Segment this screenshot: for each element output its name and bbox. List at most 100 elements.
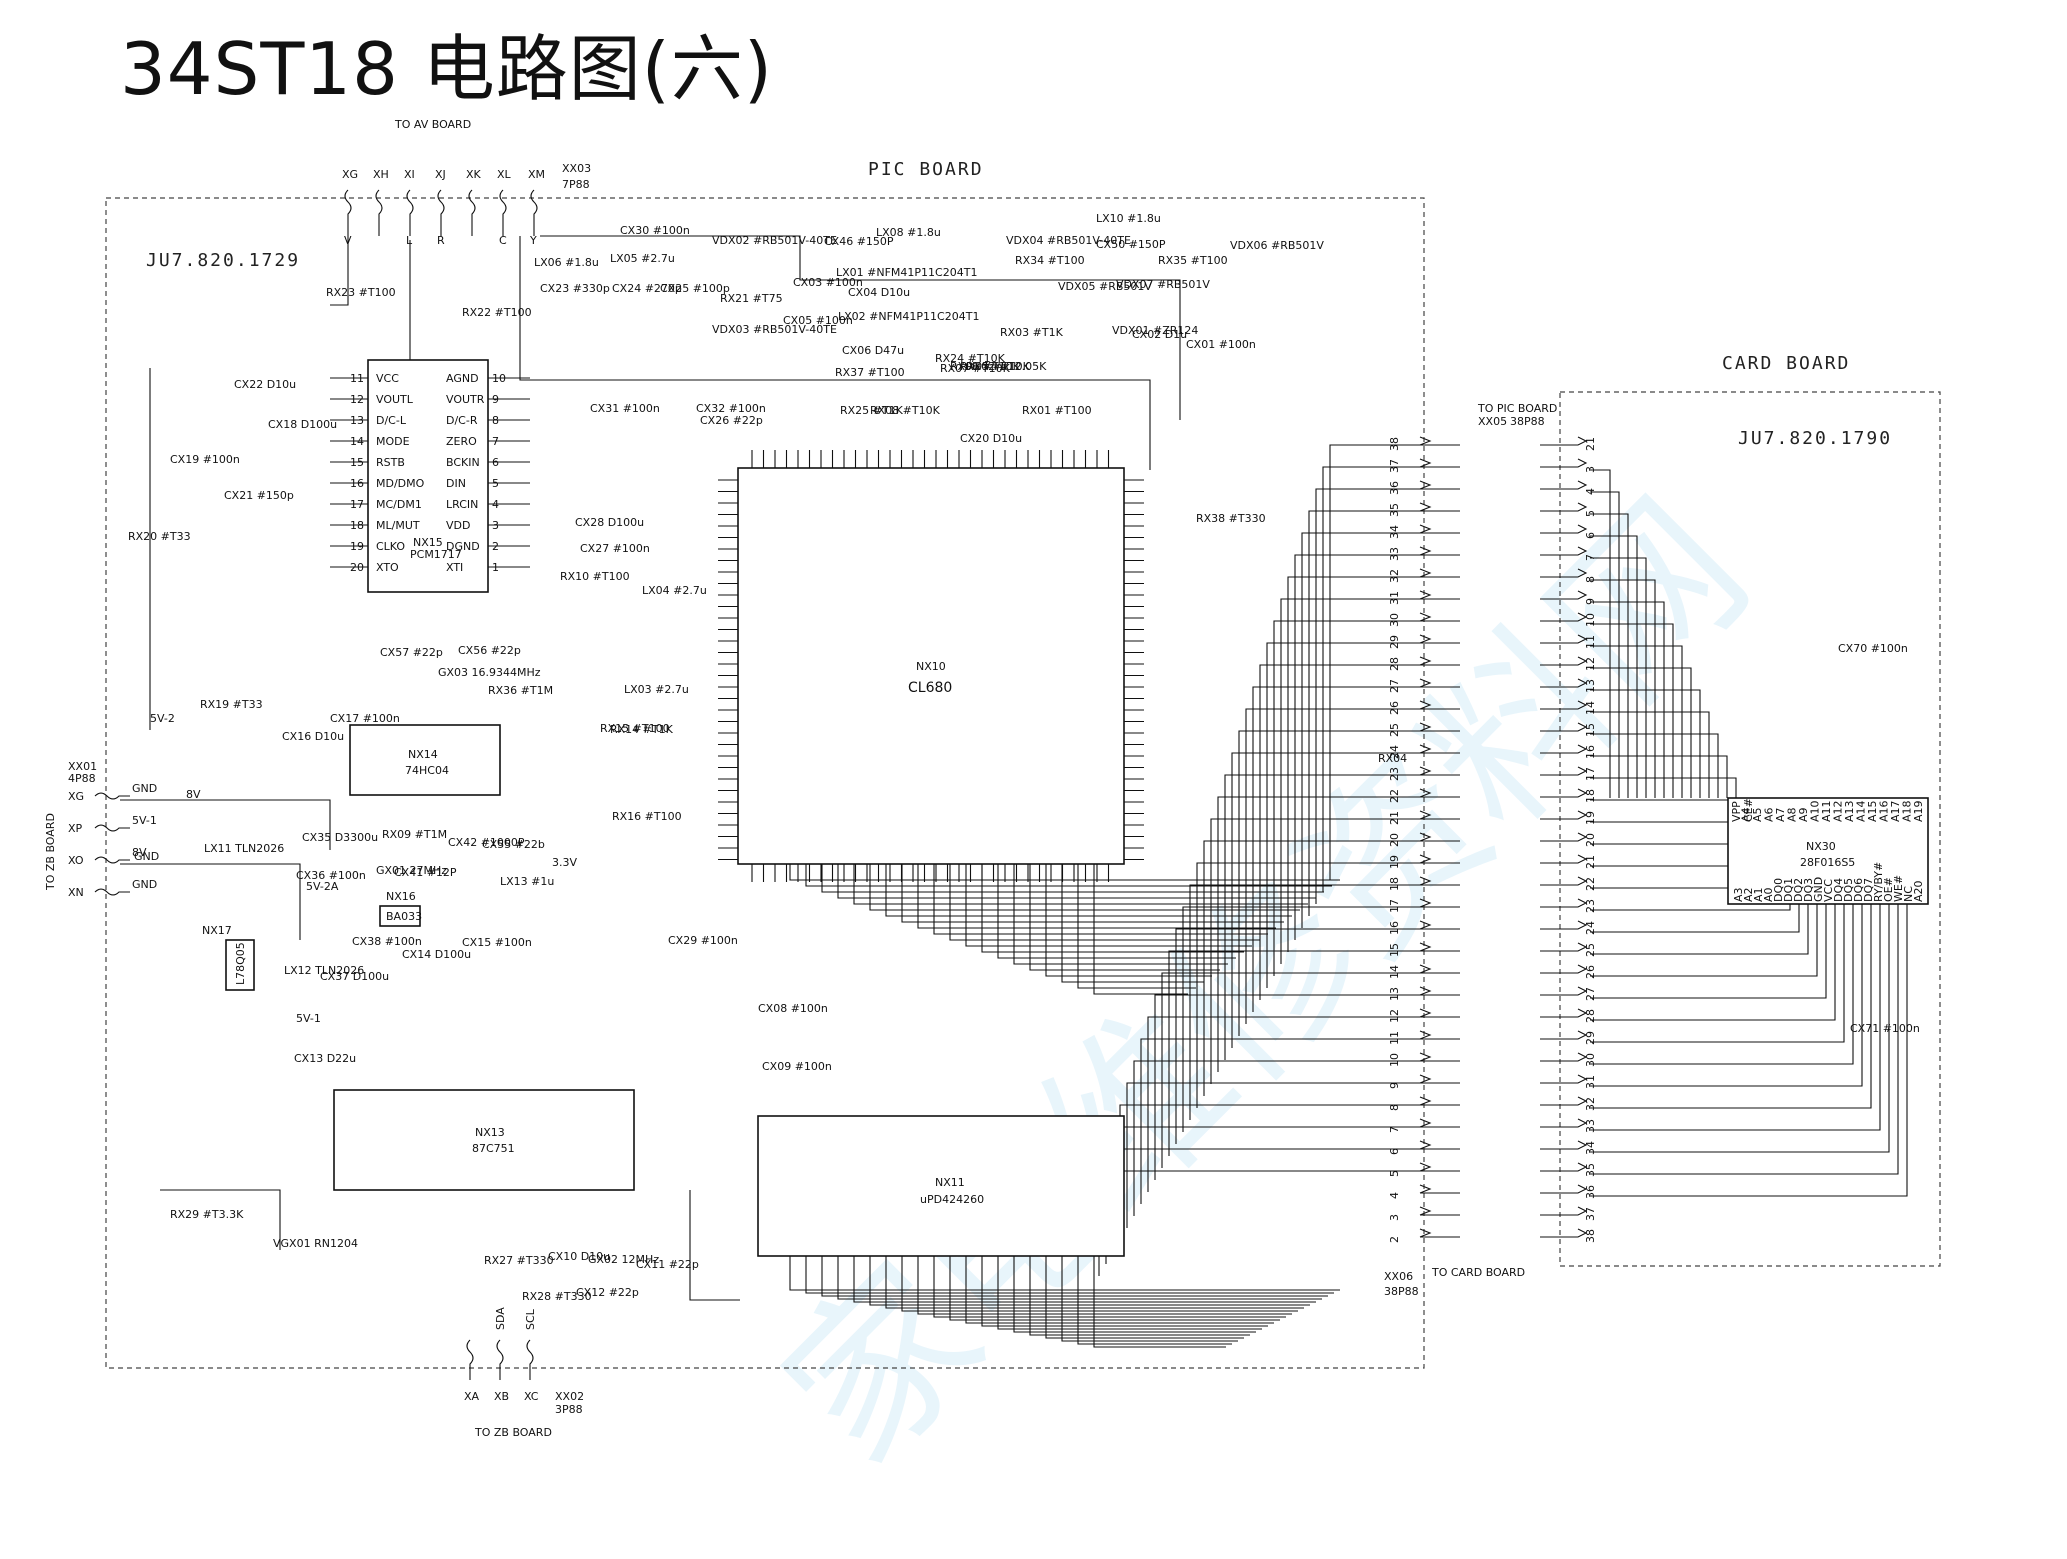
svg-text:NX30: NX30 — [1806, 840, 1836, 853]
component-label: CX37 D100u — [320, 970, 389, 983]
component-label: CX14 D100u — [402, 948, 471, 961]
component-label: RX23 #T100 — [326, 286, 396, 299]
power-rail-label: GND — [134, 850, 159, 863]
xx06-pin-num: 16 — [1388, 921, 1401, 935]
component-label: CX15 #100n — [462, 936, 532, 949]
nx15-pin-signal: VCC — [376, 372, 399, 385]
xx06-pin-num: 12 — [1388, 1009, 1401, 1023]
component-label: LX01 #NFM41P11C204T1 — [836, 266, 977, 279]
component-label: CX13 D22u — [294, 1052, 356, 1065]
xx06-pin-num: 11 — [1388, 1031, 1401, 1045]
svg-text:NX13: NX13 — [475, 1126, 505, 1139]
xx05-pin-num: 26 — [1584, 965, 1597, 979]
xx05-pin-num: 11 — [1584, 635, 1597, 649]
xx01-signal: 8V — [132, 846, 147, 859]
xx01-pin-xg: XG — [68, 790, 84, 803]
xx06-pin-num: 5 — [1388, 1170, 1401, 1177]
xx03-pin-xk: XK — [466, 168, 482, 181]
nx30-pin-signal: OE# — [1882, 877, 1895, 902]
xx02-pin-xa: XA — [464, 1390, 480, 1403]
xx06-pin-num: 23 — [1388, 767, 1401, 781]
nx30-pin-signal: DQ4 — [1832, 878, 1845, 902]
nx30-pin-signal: RY/BY# — [1872, 862, 1885, 902]
component-label: RX21 #T75 — [720, 292, 783, 305]
xx05-pin-num: 2 — [1584, 444, 1597, 451]
card-board-title: CARD BOARD — [1722, 353, 1850, 374]
svg-text:NX17: NX17 — [202, 924, 232, 937]
xx06-pin-num: 4 — [1388, 1192, 1401, 1199]
xx05-type: 38P88 — [1510, 415, 1545, 428]
component-label: GX03 16.9344MHz — [438, 666, 541, 679]
svg-text:NX14: NX14 — [408, 748, 438, 761]
component-label: RX07 #T10K — [940, 362, 1011, 375]
component-label: CX03 #100n — [793, 276, 863, 289]
xx06-pin-num: 9 — [1388, 1082, 1401, 1089]
component-label: CX57 #22p — [380, 646, 443, 659]
to-zb-board-left-label: TO ZB BOARD — [44, 813, 57, 891]
component-label: LX05 #2.7u — [610, 252, 675, 265]
xx06-pin-num: 2 — [1388, 1236, 1401, 1243]
component-label: RX20 #T33 — [128, 530, 191, 543]
chip-nx13: NX13 87C751 — [333, 1089, 635, 1191]
xx05-pin-num: 35 — [1584, 1163, 1597, 1177]
xx06-pin-num: 27 — [1388, 679, 1401, 693]
xx06-pin-num: 10 — [1388, 1053, 1401, 1067]
component-label: RX34 #T100 — [1015, 254, 1085, 267]
to-zb-board-bottom-label: TO ZB BOARD — [474, 1426, 552, 1439]
nx30-pin-signal: A18 — [1901, 800, 1914, 822]
xx01-ref: XX01 — [68, 760, 97, 773]
nx15-pin-signal: MODE — [376, 435, 410, 448]
component-label: CX10 D10u — [548, 1250, 610, 1263]
nx30-pin-signal: A12 — [1832, 800, 1845, 822]
nx30-pin-signal: VCC — [1822, 879, 1835, 902]
xx06-pin-num: 26 — [1388, 701, 1401, 715]
xx05-pin-num: 18 — [1584, 789, 1597, 803]
component-label: VDX01 #ZR124 — [1112, 324, 1198, 337]
component-label: CX02 D1u — [1132, 328, 1187, 341]
xx02-type: 3P88 — [555, 1403, 583, 1416]
xx05-pin-num: 14 — [1584, 701, 1597, 715]
xx06-pin-num: 32 — [1388, 569, 1401, 583]
component-label: RX02 #T2.05K — [966, 360, 1047, 373]
nx15-pin-signal: AGND — [446, 372, 479, 385]
xx06-pin-num: 30 — [1388, 613, 1401, 627]
nx30-pin-signal: A10 — [1809, 800, 1822, 822]
component-label: LX02 #NFM41P11C204T1 — [838, 310, 979, 323]
xx02-pin-xc: XC — [524, 1390, 539, 1403]
xx05-pin-num: 17 — [1584, 767, 1597, 781]
component-label: VDX07 #RB501V — [1116, 278, 1210, 291]
component-label: LX11 TLN2026 — [204, 842, 284, 855]
xx02-signal: SCL — [524, 1308, 537, 1330]
xx03-pin-xg: XG — [342, 168, 358, 181]
component-label: LX12 TLN2026 — [284, 964, 364, 977]
svg-text:NX10: NX10 — [916, 660, 946, 673]
component-label: RX27 #T330 — [484, 1254, 554, 1267]
component-label: LX03 #2.7u — [624, 683, 689, 696]
component-label: CX08 #100n — [758, 1002, 828, 1015]
xx06-pin-num: 31 — [1388, 591, 1401, 605]
nx30-pin-signal: CE# — [1742, 798, 1755, 822]
xx05-pin-num: 33 — [1584, 1119, 1597, 1133]
component-label: CX30 #100n — [620, 224, 690, 237]
xx05-pin-num: 30 — [1584, 1053, 1597, 1067]
component-label: RX35 #T100 — [1158, 254, 1228, 267]
component-label: CX16 D10u — [282, 730, 344, 743]
xx03-pin-xi: XI — [404, 168, 415, 181]
component-label: VDX02 #RB501V-40TE — [712, 234, 837, 247]
xx06-pin-num: 14 — [1388, 965, 1401, 979]
to-av-board-label: TO AV BOARD — [394, 118, 471, 131]
svg-text:PCM1717: PCM1717 — [410, 548, 462, 561]
xx01-signal: GND — [132, 782, 157, 795]
component-label: CX17 #100n — [330, 712, 400, 725]
pic-board-title: PIC BOARD — [868, 159, 984, 180]
component-label: VDX06 #RB501V — [1230, 239, 1324, 252]
xx06-pin-num: 7 — [1388, 1126, 1401, 1133]
xx05-pin-num: 25 — [1584, 943, 1597, 957]
component-label: RX28 #T330 — [522, 1290, 592, 1303]
nx30-pin-signal: A20 — [1912, 880, 1925, 902]
nx30-pin-signal: A6 — [1763, 807, 1776, 822]
component-label: CX55 #22b — [482, 838, 545, 851]
svg-text:NX11: NX11 — [935, 1176, 965, 1189]
